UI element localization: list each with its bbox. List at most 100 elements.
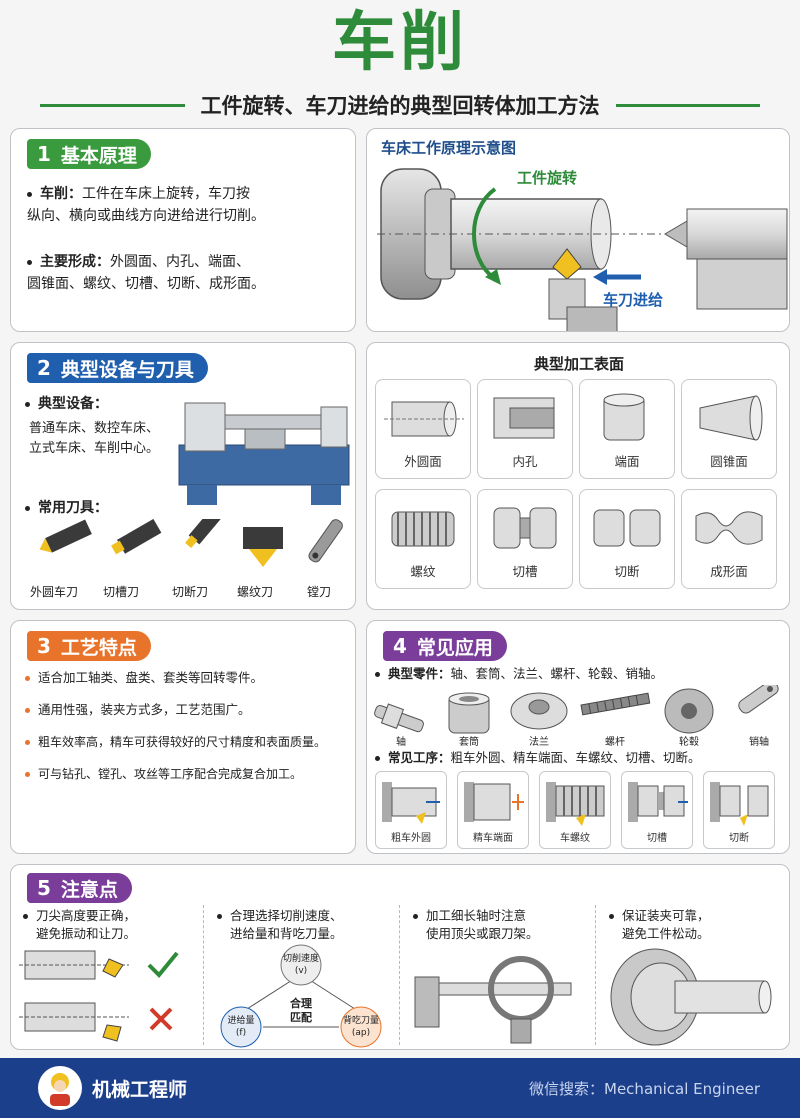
op-card-parting: 切断: [703, 771, 775, 849]
depth-label: 背吃刀量(ap): [341, 1015, 381, 1039]
equip-list: 普通车床、数控车床、立式车床、车削中心。: [29, 419, 159, 459]
part-label-flange: 法兰: [529, 737, 549, 748]
bullet-dot: [375, 756, 380, 761]
surface-card-parting: 切断: [579, 489, 675, 589]
part-label-hub: 轮毂: [679, 737, 699, 748]
match-label: 合理匹配: [281, 997, 321, 1025]
lathe-headstock: [184, 402, 226, 452]
brand-name: 机械工程师: [92, 1079, 188, 1101]
lathe-bed: [178, 444, 350, 486]
surface-label-thread: 螺纹: [410, 564, 436, 579]
clamped-workpiece: [674, 980, 766, 1014]
bullet-dot: [217, 914, 222, 919]
tool-label-boring: 镗刀: [306, 585, 331, 599]
lathe-leg-right: [311, 485, 341, 505]
match-label-a: 合理: [290, 997, 312, 1010]
face-turn-icon: [464, 782, 524, 822]
tools-icons: [39, 519, 343, 567]
feed-label-a: 进给量: [227, 1016, 255, 1026]
surfaces-title: 典型加工表面: [533, 355, 624, 373]
principle-text-2b: 圆锥面、螺纹、切槽、切断、成形面。: [27, 276, 265, 292]
section-1-title: 基本原理: [60, 144, 137, 167]
engineer-avatar-icon: [50, 1073, 70, 1106]
steady-rest-diagram: [414, 956, 572, 1044]
bore-surface-icon: [493, 397, 555, 439]
tool-label-thread: 螺纹刀: [236, 585, 273, 599]
feature-text-1: 适合加工轴类、盘类、套类等回转零件。: [38, 670, 264, 685]
section-4-title: 常见应用: [416, 636, 493, 659]
divider-right: [615, 103, 760, 107]
check-icon: [147, 951, 179, 978]
bullet-dot: [609, 914, 614, 919]
speed-label-a: 切削速度: [282, 954, 319, 964]
feature-text-4: 可与钻孔、镗孔、攻丝等工序配合完成复合加工。: [38, 767, 303, 781]
section-5-number: 5: [37, 876, 51, 900]
brand-logo: [38, 1066, 82, 1110]
chuck-clamp-diagram: [610, 948, 772, 1046]
param-link-left: [246, 976, 298, 1010]
ops-text: 粗车外圆、精车端面、车螺纹、切槽、切断。: [450, 750, 701, 765]
part-label-screw: 螺杆: [605, 737, 625, 748]
lathe-tailstock: [320, 406, 348, 448]
feed-label-b: (f): [235, 1028, 247, 1038]
section-1-number: 1: [37, 142, 51, 166]
note-4-line-1: 保证装夹可靠，: [622, 908, 710, 923]
workpiece-wrong: [24, 1002, 96, 1032]
note-4-line-2: 避免工件松动。: [622, 926, 710, 941]
feed-circle: [220, 1006, 262, 1048]
surface-card-outer: 外圆面: [375, 379, 471, 479]
section-5-title: 注意点: [60, 878, 118, 901]
tool-label-turning: 外圆车刀: [29, 585, 78, 599]
surface-card-taper: 圆锥面: [681, 379, 777, 479]
bullet-dot: [25, 772, 30, 777]
section-3-title: 工艺特点: [60, 636, 137, 659]
feed-param-label: 进给量 (f): [221, 1015, 261, 1039]
section-1-header: 1 基本原理: [27, 139, 151, 169]
feature-item-4: 可与钻孔、镗孔、攻丝等工序配合完成复合加工。: [25, 765, 355, 783]
equip-line-1: 普通车床、数控车床、: [29, 421, 160, 436]
op-card-rough: 粗车外圆: [375, 771, 447, 849]
feature-item-1: 适合加工轴类、盘类、套类等回转零件。: [25, 669, 351, 687]
tools-label-text: 常用刀具：: [38, 500, 108, 516]
lathe-diagram-svg: [377, 168, 788, 331]
bullet-dot: [27, 191, 32, 197]
bullet-dot: [27, 259, 32, 265]
cross-icon: [149, 1007, 173, 1031]
lathe-machine-icon: [178, 402, 350, 505]
note-2-line-1: 合理选择切削速度、: [230, 908, 343, 923]
footer: 机械工程师 微信搜索：Mechanical Engineer: [0, 1058, 800, 1118]
note-2: 合理选择切削速度、进给量和背吃刀量。: [217, 907, 397, 943]
bullet-dot: [25, 708, 30, 713]
rotation-arrowhead: [485, 269, 501, 285]
turning-tool-icon: [39, 519, 92, 553]
op-label-face: 精车端面: [473, 833, 513, 844]
parting-tool-icon: [185, 519, 229, 548]
page-title: 车削: [332, 6, 468, 80]
feed-arrowhead: [593, 269, 607, 285]
principle-label-1: 车削：: [40, 186, 82, 202]
wechat-search-text: 微信搜索：Mechanical Engineer: [529, 1080, 760, 1098]
speed-circle: [280, 944, 322, 986]
surface-card-bore: 内孔: [477, 379, 573, 479]
groove-surface-icon: [493, 507, 557, 549]
thread-turn-icon: [546, 782, 605, 826]
tool-height-diagram: [19, 950, 179, 1042]
page-subtitle: 工件旋转、车刀进给的典型回转体加工方法: [200, 94, 600, 118]
lathe-spindle: [224, 414, 322, 430]
note-3-line-2: 使用顶尖或跟刀架。: [426, 926, 539, 941]
surface-label-taper: 圆锥面: [710, 454, 748, 469]
diagram-title: 车床工作原理示意图: [381, 139, 517, 157]
profile-surface-icon: [695, 511, 763, 545]
outer-surface-icon: [384, 401, 464, 437]
face-surface-icon: [603, 393, 645, 441]
ops-label: 常见工序：: [388, 750, 451, 765]
op-label-parting: 切断: [729, 833, 749, 844]
tools-label: 常用刀具：: [25, 497, 108, 519]
surface-label-parting: 切断: [614, 564, 640, 579]
ops-line: 常见工序：粗车外圆、精车端面、车螺纹、切槽、切断。: [375, 749, 787, 767]
